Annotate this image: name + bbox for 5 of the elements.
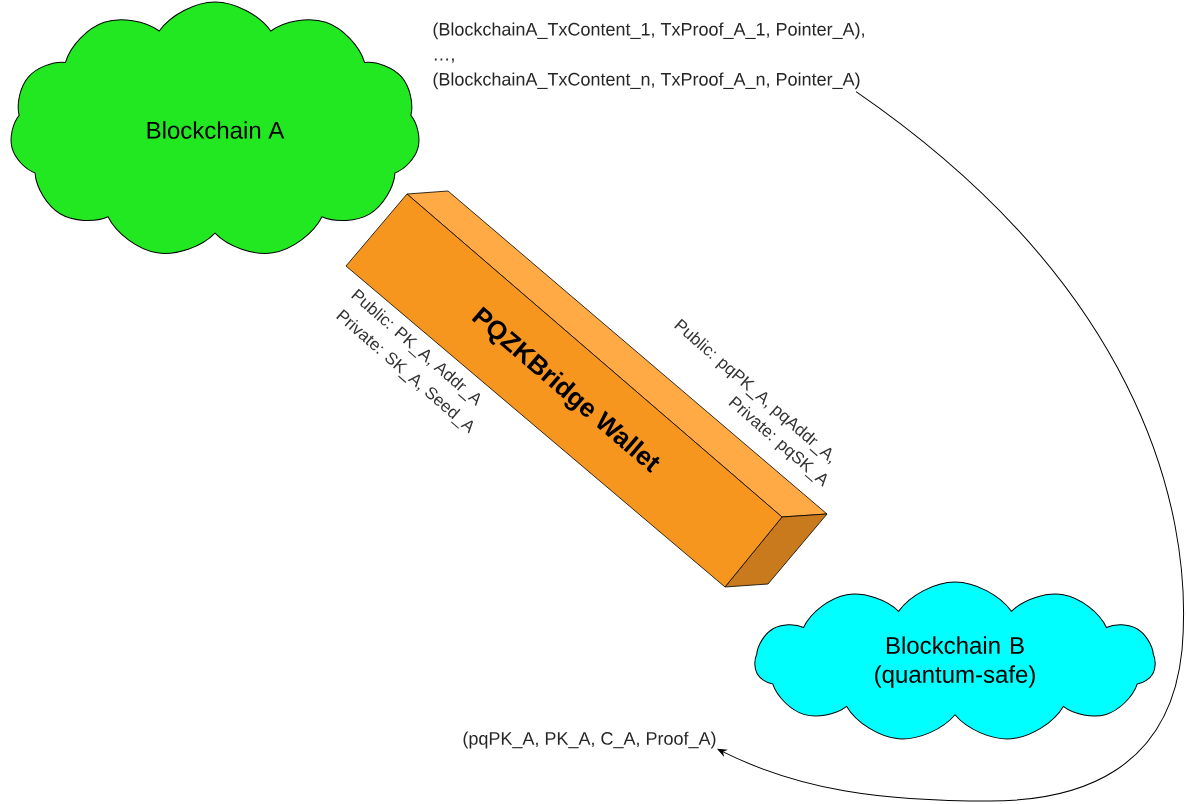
- cloud: Blockchain B (quantum-safe): [754, 581, 1156, 740]
- tuple-text: (BlockchainA_TxContent_1, TxProof_A_1, Pointer_A), …, (BlockchainA_TxContent_n, TxProof_A_n, Pointer_A): [433, 22, 864, 90]
- tuple-text: (pqPK_A, PK_A, C_A, Proof_A): [463, 731, 716, 749]
- arrow: [717, 91, 1185, 802]
- cloud: Blockchain A: [10, 1, 420, 254]
